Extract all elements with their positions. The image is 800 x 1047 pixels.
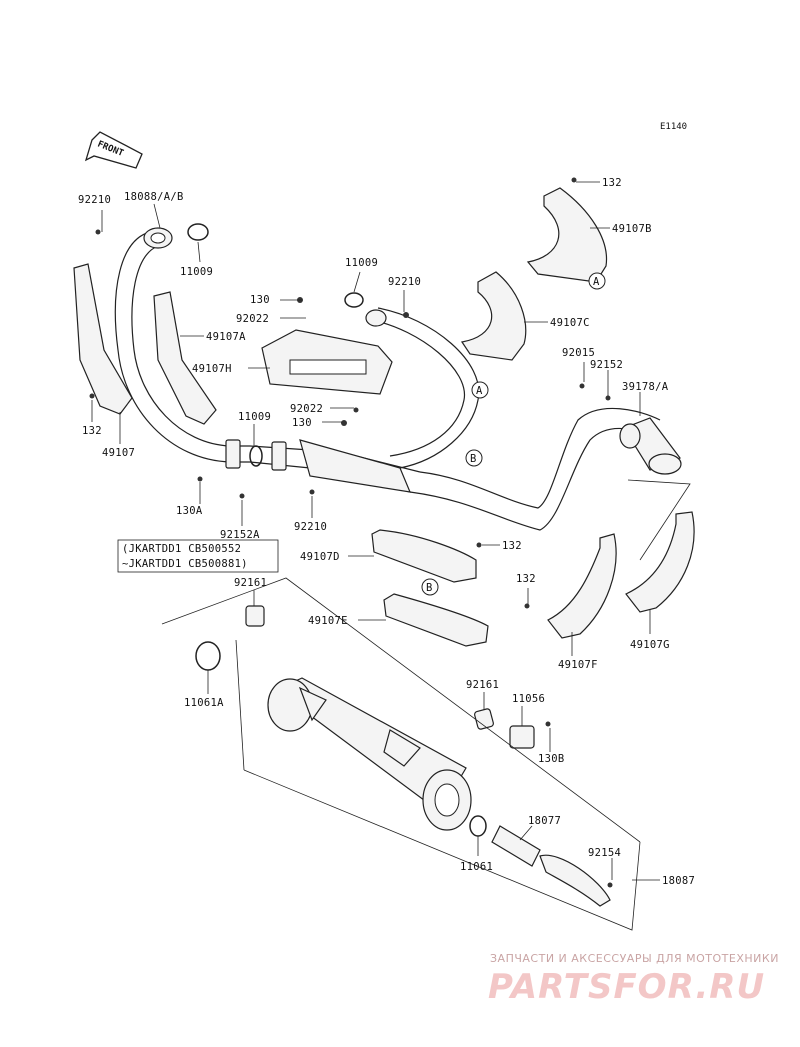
- cover-49107e: [383, 593, 489, 647]
- cover-49107c: [460, 271, 527, 361]
- cover-49107f: [547, 533, 617, 639]
- tailpipe-18077: [491, 825, 611, 907]
- gasket-11009-b: [344, 292, 364, 308]
- collector-39178: [619, 417, 682, 475]
- part-label-p11061A: 11061A: [184, 697, 224, 709]
- part-label-p130A: 130A: [176, 505, 203, 517]
- part-label-p92161a: 92161: [234, 577, 267, 589]
- part-label-p49107h: 49107H: [192, 363, 232, 375]
- part-label-p132c: 132: [502, 540, 522, 552]
- part-label-p92022b: 92022: [290, 403, 323, 415]
- gasket-11061: [469, 815, 487, 837]
- part-label-p92210b: 92210: [388, 276, 421, 288]
- serial-note-line1: (JKARTDD1 CB500552: [122, 543, 241, 555]
- part-label-p11061: 11061: [460, 861, 493, 873]
- part-label-p18077: 18077: [528, 815, 561, 827]
- part-label-p130b: 130: [292, 417, 312, 429]
- part-label-p18088: 18088/A/B: [124, 191, 184, 203]
- part-label-p49107e: 49107E: [308, 615, 348, 627]
- part-label-p132d: 132: [516, 573, 536, 585]
- cover-49107a: [153, 291, 217, 425]
- part-label-p92210a: 92210: [78, 194, 111, 206]
- flange-18088: [143, 227, 173, 249]
- watermark-logo: PARTSFOR.RU: [488, 967, 765, 1007]
- part-label-p92015: 92015: [562, 347, 595, 359]
- part-label-p11009c: 11009: [238, 411, 271, 423]
- part-label-p130a: 130: [250, 294, 270, 306]
- part-label-pA1: A: [593, 276, 600, 288]
- diagram-code: E1140: [660, 122, 687, 132]
- part-label-p18087: 18087: [662, 875, 695, 887]
- part-label-p49107g: 49107G: [630, 639, 670, 651]
- part-label-p49107: 49107: [102, 447, 135, 459]
- bushing-92161-a: [245, 605, 265, 627]
- part-label-pB2: B: [426, 582, 433, 594]
- part-label-p49107d: 49107D: [300, 551, 340, 563]
- cover-49107h-window: [289, 359, 367, 375]
- part-label-p11009a: 11009: [180, 266, 213, 278]
- gasket-11061a: [195, 641, 221, 671]
- collector-cover: [299, 439, 411, 493]
- watermark-tagline: ЗАПЧАСТИ И АКСЕССУАРЫ ДЛЯ МОТОТЕХНИКИ: [490, 952, 779, 965]
- header-pipe-rear: [371, 307, 661, 531]
- bushing-92161-b: [474, 708, 494, 730]
- fasteners: [89, 177, 613, 888]
- cover-49107b: [526, 187, 608, 283]
- serial-note-line2: ~JKARTDD1 CB500881): [122, 558, 248, 570]
- gasket-11009-c: [249, 445, 263, 467]
- cover-49107: [73, 263, 133, 415]
- part-label-p130B: 130B: [538, 753, 565, 765]
- front-arrow-icon: FRONT: [84, 131, 143, 169]
- gasket-11009-a: [187, 223, 209, 241]
- part-label-p11056: 11056: [512, 693, 545, 705]
- flange-rear: [365, 309, 387, 327]
- flange-mid-a: [225, 439, 241, 469]
- part-label-p11009b: 11009: [345, 257, 378, 269]
- part-label-p49107b: 49107B: [612, 223, 652, 235]
- part-label-p92152: 92152: [590, 359, 623, 371]
- muffler-18087: [267, 677, 472, 831]
- part-label-p49107c: 49107C: [550, 317, 590, 329]
- part-label-p92210c: 92210: [294, 521, 327, 533]
- part-label-p92152A: 92152A: [220, 529, 260, 541]
- ref-circles: [421, 272, 606, 596]
- part-label-p39178: 39178/A: [622, 381, 669, 393]
- part-label-pA2: A: [476, 385, 483, 397]
- flange-mid-b: [271, 441, 287, 471]
- cover-49107g: [625, 511, 695, 613]
- cover-49107d: [371, 529, 477, 583]
- part-label-p49107f: 49107F: [558, 659, 598, 671]
- part-label-p92022a: 92022: [236, 313, 269, 325]
- part-label-pB1: B: [470, 453, 477, 465]
- part-label-p132b: 132: [82, 425, 102, 437]
- part-label-p92161b: 92161: [466, 679, 499, 691]
- serial-note-box: [117, 539, 279, 573]
- clamp-11056: [509, 725, 535, 749]
- leader-lines: [91, 181, 660, 881]
- part-label-p49107a: 49107A: [206, 331, 246, 343]
- part-label-p132a: 132: [602, 177, 622, 189]
- part-label-p92154: 92154: [588, 847, 621, 859]
